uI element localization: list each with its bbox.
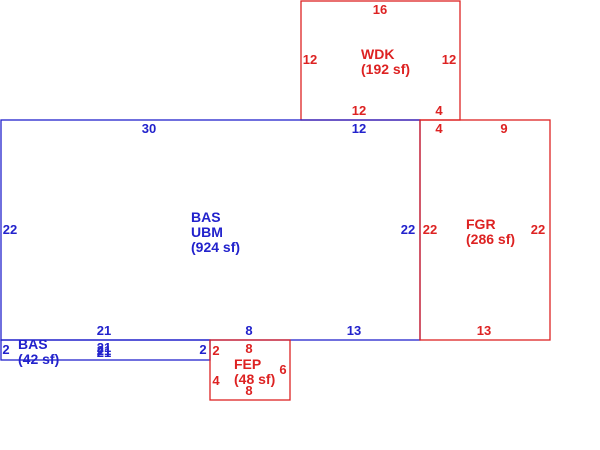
wdk-bottom-right-dim: 4 bbox=[435, 103, 443, 118]
bas-small-label: BAS bbox=[18, 336, 48, 352]
fep-area: (48 sf) bbox=[234, 371, 275, 387]
fep-left-dim: 2 bbox=[212, 343, 219, 358]
bas-small-area: (42 sf) bbox=[18, 351, 59, 367]
fgr-top-right-dim: 9 bbox=[500, 121, 507, 136]
fgr-outline bbox=[419, 119, 551, 341]
fep-label: FEP bbox=[234, 356, 261, 372]
wdk-top-dim: 16 bbox=[373, 2, 387, 17]
fgr-label: FGR bbox=[466, 216, 496, 232]
wdk-left-dim: 12 bbox=[303, 52, 317, 67]
wdk-bottom-left-dim: 12 bbox=[352, 103, 366, 118]
fep-left-lower-dim: 4 bbox=[212, 373, 220, 388]
bas-bottom-right-dim: 13 bbox=[347, 323, 361, 338]
fep-right-dim: 6 bbox=[279, 362, 286, 377]
fgr-right-dim: 22 bbox=[531, 222, 545, 237]
wdk-label: WDK bbox=[361, 46, 394, 62]
wdk-right-dim: 12 bbox=[442, 52, 456, 67]
fgr-top-left-dim: 4 bbox=[435, 121, 443, 136]
fgr-area: (286 sf) bbox=[466, 231, 515, 247]
fep-top-dim: 8 bbox=[245, 341, 252, 356]
fgr-left-dim: 22 bbox=[423, 222, 437, 237]
bas-main-area: (924 sf) bbox=[191, 239, 240, 255]
bas-small-bottom-dim-a: 21 bbox=[97, 343, 111, 358]
fep-outline bbox=[209, 339, 291, 401]
bas-main-label: BAS bbox=[191, 209, 221, 225]
fep-bottom-dim: 8 bbox=[245, 383, 252, 398]
bas-small-right-dim: 2 bbox=[199, 342, 206, 357]
bas-right-dim: 22 bbox=[401, 222, 415, 237]
bas-bottom-mid-dim: 8 bbox=[245, 323, 252, 338]
bas-bottom-left-dim: 21 bbox=[97, 323, 111, 338]
bas-left-dim: 22 bbox=[3, 222, 17, 237]
fgr-bottom-dim: 13 bbox=[477, 323, 491, 338]
bas-small-left-dim: 2 bbox=[2, 342, 9, 357]
wdk-area: (192 sf) bbox=[361, 61, 410, 77]
bas-top-right-dim: 12 bbox=[352, 121, 366, 136]
bas-top-left-dim: 30 bbox=[142, 121, 156, 136]
bas-small-top-dim: 21 bbox=[97, 340, 111, 355]
bas-small-bottom-dim-b: 21 bbox=[97, 345, 111, 360]
bas-main-sublabel: UBM bbox=[191, 224, 223, 240]
